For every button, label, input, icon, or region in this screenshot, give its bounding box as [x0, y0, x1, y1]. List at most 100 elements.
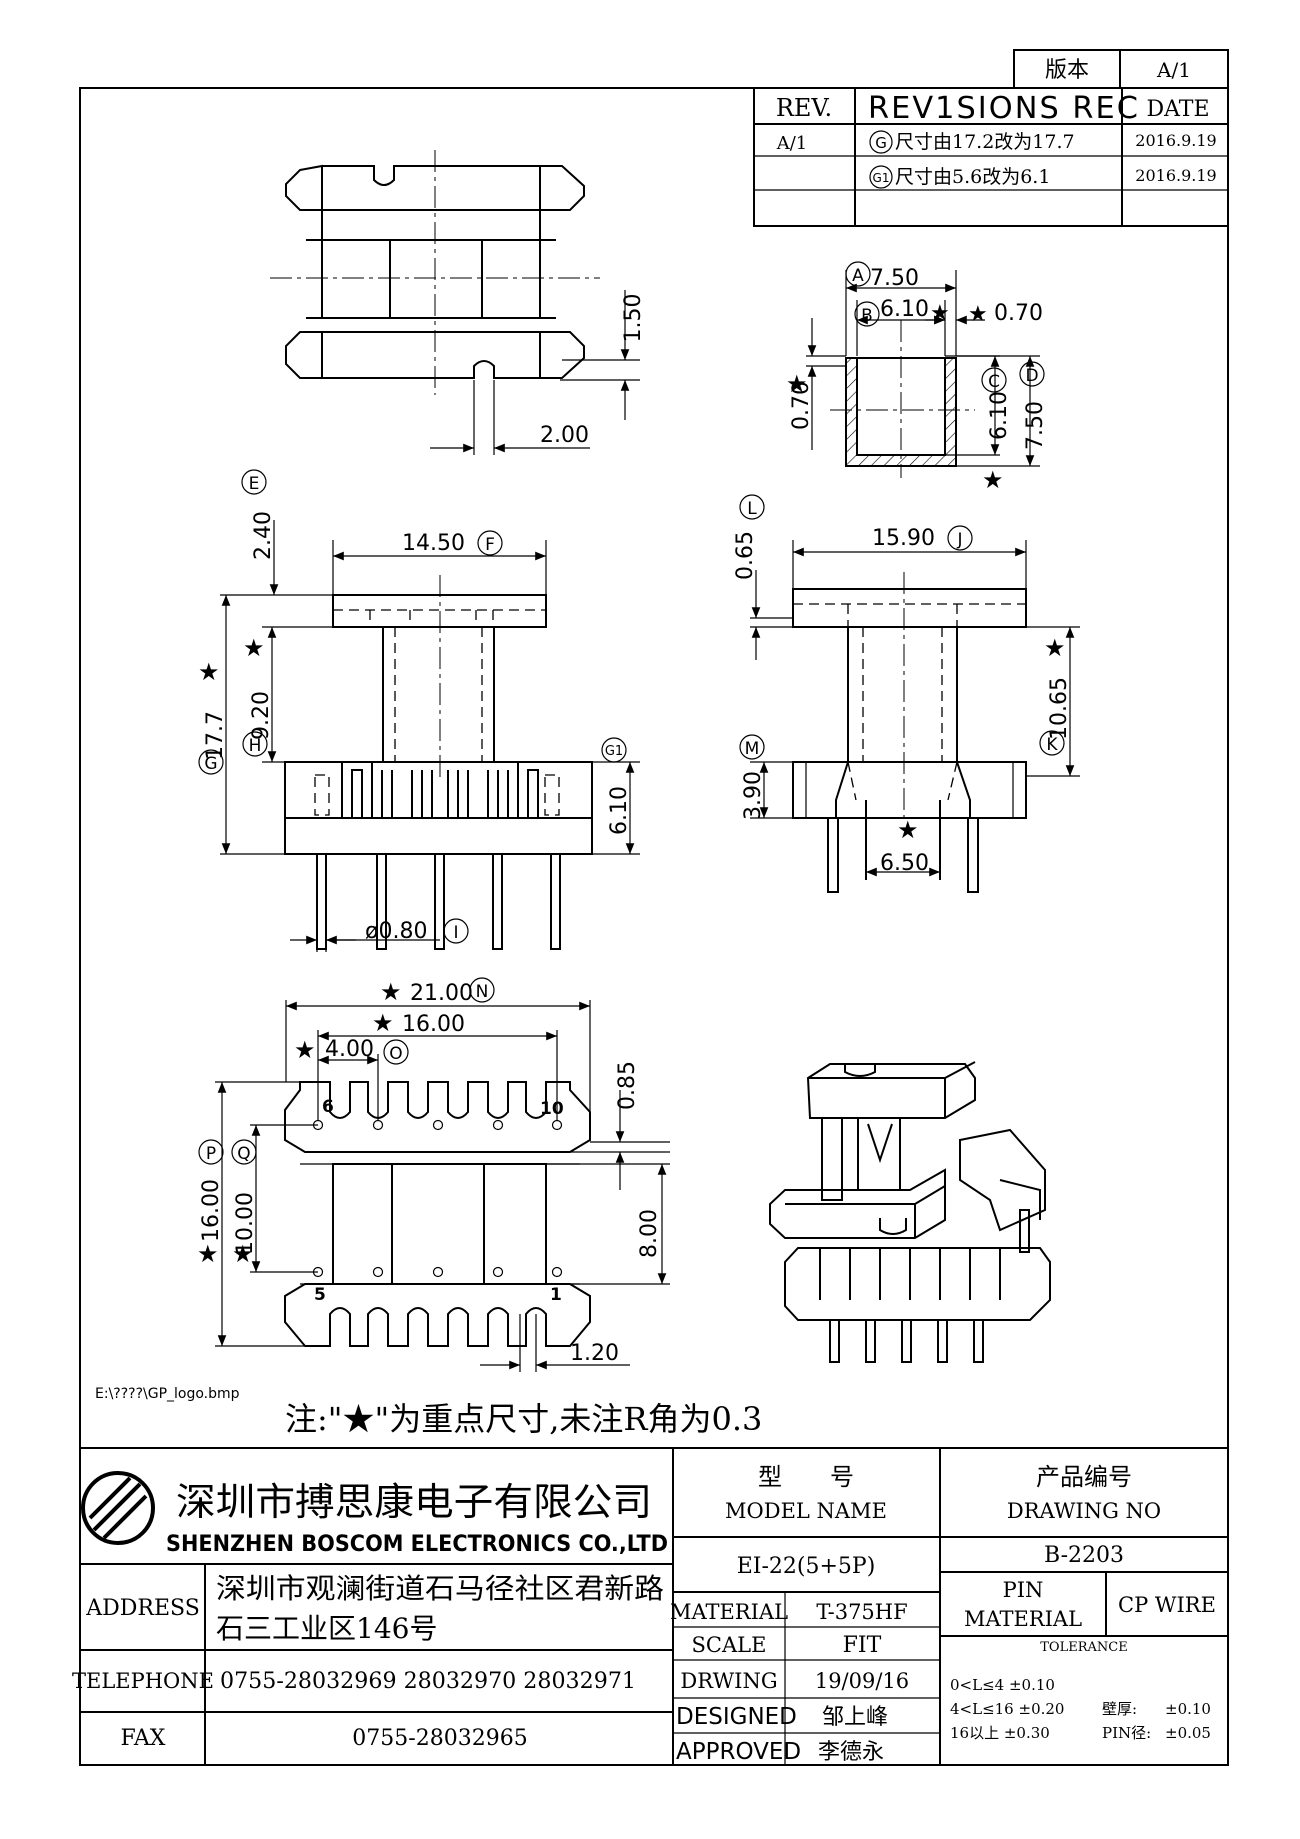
model-label-cn: 型 号: [758, 1463, 854, 1491]
star-sec-bottom: ★: [982, 466, 1004, 494]
approved-label: APPROVED: [676, 1739, 801, 1765]
material-value: T-375HF: [816, 1600, 907, 1624]
star-bot-q: ★: [232, 1240, 254, 1268]
tolerance-label: TOLERANCE: [1040, 1640, 1127, 1655]
marker-k: K: [1046, 735, 1058, 755]
star-bot-n: ★: [380, 978, 402, 1006]
star-bot-p: ★: [197, 1240, 219, 1268]
dim-front-g: 17.7: [203, 711, 228, 760]
scale-value: FIT: [843, 1633, 882, 1658]
logo-path: E:\????\GP_logo.bmp: [95, 1386, 240, 1402]
marker-b: B: [861, 306, 873, 326]
dim-sec-070-side: 0.70: [789, 381, 814, 430]
marker-g: G: [204, 754, 217, 774]
section-view: 7.50 A 6.10 B ★ ★ 0.70 0.70 ★ 6.10 C 7.5…: [786, 261, 1048, 494]
telephone-value: 0755-28032969 28032970 28032971: [220, 1669, 636, 1694]
dim-side-650: 6.50: [880, 851, 929, 876]
marker-c: C: [988, 372, 1000, 392]
scale-label: SCALE: [692, 1633, 767, 1657]
version-value: A/1: [1156, 58, 1191, 82]
dim-side-m: 3.90: [741, 771, 766, 820]
rev-row-2-text: 尺寸由5.6改为6.1: [895, 166, 1050, 188]
company-logo: [81, 1471, 155, 1545]
rev-row-2-mark: G1: [873, 171, 890, 185]
dim-side-k: 10.65: [1047, 677, 1072, 740]
revision-table: 版本 A/1 REV. REV1SIONS REC DATE A/1 G 尺寸由…: [753, 49, 1229, 227]
pin-label-6: 6: [322, 1097, 334, 1117]
drwing-label: DRWING: [680, 1669, 777, 1693]
star-side-k: ★: [1044, 634, 1066, 662]
model-value: EI-22(5+5P): [737, 1554, 876, 1579]
dim-sec-a: 7.50: [870, 266, 919, 291]
dim-bot-800: 8.00: [637, 1209, 662, 1258]
fax-value: 0755-28032965: [352, 1726, 527, 1751]
note-text: 注:"★"为重点尺寸,未注R角为0.3: [285, 1400, 762, 1438]
front-view: 14.50 F 2.40 E 9.20 ★ H 17.7 ★ G 6.10 G1…: [198, 469, 640, 952]
star-sec-070: ★: [968, 302, 988, 327]
address-label: ADDRESS: [85, 1596, 200, 1621]
bottom-view: 6 10 5 1 ★ 21.00 N ★ 16.00 ★ 4.00 O: [197, 977, 670, 1372]
dim-top-2-00: 2.00: [540, 423, 589, 448]
tolerance-row-3: 16以上 ±0.30: [950, 1724, 1050, 1742]
designed-label: DESIGNED: [676, 1704, 797, 1730]
tolerance-row-1: 0<L≤4 ±0.10: [950, 1676, 1055, 1694]
dim-side-j: 15.90: [872, 526, 935, 551]
pin-material-label-1: PIN: [1003, 1578, 1044, 1602]
drwing-value: 19/09/16: [815, 1669, 909, 1693]
marker-i: I: [453, 923, 458, 943]
dim-sec-d: 7.50: [1023, 401, 1048, 450]
star-front-g: ★: [198, 658, 220, 686]
dim-side-l: 0.65: [733, 531, 758, 580]
rev-header: REV.: [776, 94, 832, 122]
company-name-cn: 深圳市搏思康电子有限公司: [176, 1480, 652, 1524]
drawing-value: B-2203: [1044, 1543, 1124, 1568]
star-sec-070-side: ★: [786, 370, 808, 398]
pin-label-5: 5: [314, 1285, 326, 1305]
marker-h: H: [249, 736, 262, 756]
dim-front-f: 14.50: [402, 531, 465, 556]
star-bot-o: ★: [294, 1036, 316, 1064]
dim-bot-120: 1.20: [570, 1341, 619, 1366]
title-block: 深圳市搏思康电子有限公司 SHENZHEN BOSCOM ELECTRONICS…: [72, 1447, 1228, 1765]
isometric-view: [769, 1061, 1051, 1363]
address-line-1: 深圳市观澜街道石马径社区君新路: [216, 1572, 664, 1605]
dim-sec-c: 6.10: [987, 391, 1012, 440]
dim-front-i: ø0.80: [365, 919, 427, 944]
records-header: REV1SIONS REC: [868, 91, 1140, 126]
dim-front-g1: 6.10: [607, 786, 632, 835]
pin-material-value: CP WIRE: [1118, 1593, 1216, 1617]
dim-sec-b: 6.10: [880, 297, 929, 322]
marker-q: Q: [237, 1144, 250, 1164]
model-label-en: MODEL NAME: [725, 1499, 887, 1523]
marker-n: N: [476, 982, 489, 1002]
address-line-2: 石三工业区146号: [216, 1612, 437, 1645]
dim-bot-p: 16.00: [199, 1179, 224, 1242]
dim-bot-1600: 16.00: [402, 1012, 465, 1037]
marker-p: P: [206, 1144, 216, 1164]
marker-d: D: [1025, 366, 1038, 386]
star-bot-1600: ★: [372, 1009, 394, 1037]
wall-thickness-value: ±0.10: [1165, 1700, 1211, 1718]
designed-value: 邹上峰: [822, 1705, 888, 1730]
dim-sec-070: 0.70: [994, 301, 1043, 326]
dim-bot-085: 0.85: [615, 1061, 640, 1110]
pin-diameter-label: PIN径:: [1102, 1724, 1151, 1742]
rev-row-2-date: 2016.9.19: [1135, 166, 1216, 185]
drawing-label-cn: 产品编号: [1036, 1463, 1132, 1491]
top-view: 1.50 2.00: [270, 150, 646, 455]
dim-front-e: 2.40: [251, 511, 276, 560]
marker-j: J: [956, 530, 962, 550]
material-label: MATERIAL: [670, 1600, 788, 1624]
rev-row-1-text: 尺寸由17.2改为17.7: [895, 131, 1075, 153]
version-label: 版本: [1045, 58, 1089, 83]
pin-label-1: 1: [550, 1285, 562, 1305]
marker-m: M: [745, 739, 760, 759]
fax-label: FAX: [121, 1726, 166, 1751]
marker-e: E: [249, 474, 260, 494]
rev-row-1-mark: G: [875, 134, 887, 152]
dim-top-1-50: 1.50: [621, 294, 646, 343]
marker-g1: G1: [605, 744, 623, 759]
marker-o: O: [389, 1044, 402, 1064]
date-header: DATE: [1146, 97, 1209, 122]
